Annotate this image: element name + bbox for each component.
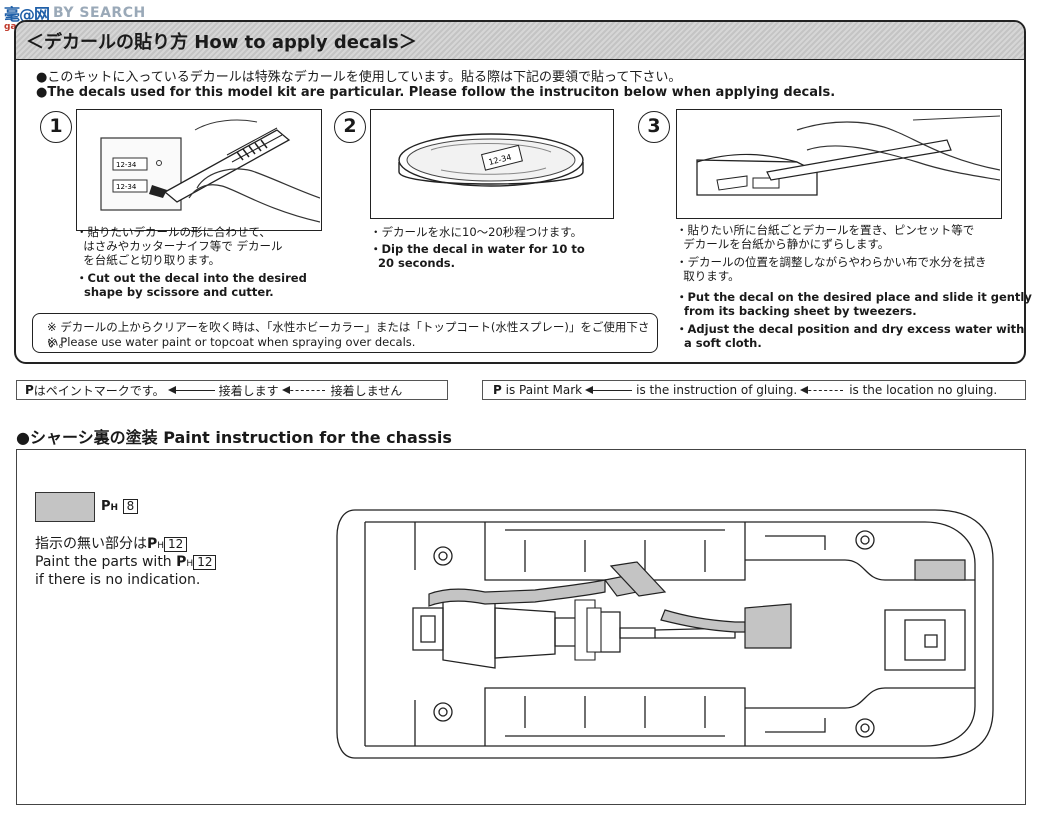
step-3-text-jp-2: ・デカールの位置を調整しながらやわらかい布で水分を拭き 取ります。 [676,255,987,283]
no-glue-arrow-icon [281,385,325,394]
legend-jp-noglue: 接着しません [330,383,403,398]
paint-swatch [35,492,95,522]
step-3-illustration [676,109,1002,219]
step-3-text-en-2: ・Adjust the decal position and dry exces… [676,322,1025,350]
legend-jp-paint: はペイントマークです。 [33,383,165,398]
no-glue-arrow-icon [800,385,844,394]
apply-decal-illustration [696,115,1001,196]
step-2-text-en: ・Dip the decal in water for 10 to 20 sec… [370,242,585,270]
step-2-illustration: 12-34 [370,109,614,219]
default-paint-text-en-2: if there is no indication. [35,572,201,588]
paint-mark-icon: P [493,383,502,397]
step-2-text-jp: ・デカールを水に10〜20秒程つけます。 [370,225,583,239]
step-3-text-en-1: ・Put the decal on the desired place and … [676,290,1032,318]
step-3-text-jp-1: ・貼りたい所に台紙ごとデカールを置き、ピンセット等で デカールを台紙から静かにず… [676,223,975,251]
water-dish-illustration: 12-34 [398,133,584,187]
intro-text-en: ●The decals used for this model kit are … [36,85,836,100]
decal-section-title: ＜デカールの貼り方 How to apply decals＞ [26,32,417,53]
intro-text-jp: ●このキットに入っているデカールは特殊なデカールを使用しています。貼る際は下記の… [36,70,682,85]
step-3-number: 3 [638,111,670,143]
decal-instructions-panel: ＜デカールの貼り方 How to apply decals＞ ●このキットに入っ… [14,20,1032,364]
step-1-illustration: 12-34 12-34 [76,109,322,231]
swatch-color-number: 8 [122,499,139,514]
svg-text:12-34: 12-34 [116,161,137,169]
chassis-section-title: ●シャーシ裏の塗装 Paint instruction for the chas… [16,428,452,447]
step-1-text-jp: ・貼りたいデカールの形に合わせて、 はさみやカッターナイフ等で デカール を台紙… [76,225,283,267]
legend-jp: P はペイントマークです。 接着します 接着しません [16,380,448,400]
glue-arrow-icon [167,385,215,394]
step-1-number: 1 [40,111,72,143]
legend-jp-glue: 接着します [218,383,279,398]
watermark-logo: 毫@网 [4,5,50,24]
cutting-decal-illustration: 12-34 12-34 [100,119,321,223]
chassis-underside-diagram [336,509,994,759]
spray-note-jp: ※ デカールの上からクリアーを吹く時は、「水性ホビーカラー」または「トップコート… [47,320,650,350]
legend-en: P is Paint Mark is the instruction of gl… [482,380,1026,400]
legend-en-paint: is Paint Mark [501,383,583,397]
swatch-paint-code: PH 8 [101,499,139,514]
glue-arrow-icon [585,385,633,394]
step-1-text-en: ・Cut out the decal into the desired shap… [76,271,307,299]
paint-mark-icon: P [25,383,34,397]
panel-header: ＜デカールの貼り方 How to apply decals＞ [16,22,1024,60]
svg-text:12-34: 12-34 [116,183,137,191]
step-2-number: 2 [334,111,366,143]
watermark-text: BY SEARCH [53,5,146,21]
legend-en-noglue: is the location no gluing. [849,383,998,397]
spray-note-en: ※ Please use water paint or topcoat when… [47,335,416,349]
legend-en-glue: is the instruction of gluing. [636,383,798,397]
spray-note-box: ※ デカールの上からクリアーを吹く時は、「水性ホビーカラー」または「トップコート… [32,313,658,353]
